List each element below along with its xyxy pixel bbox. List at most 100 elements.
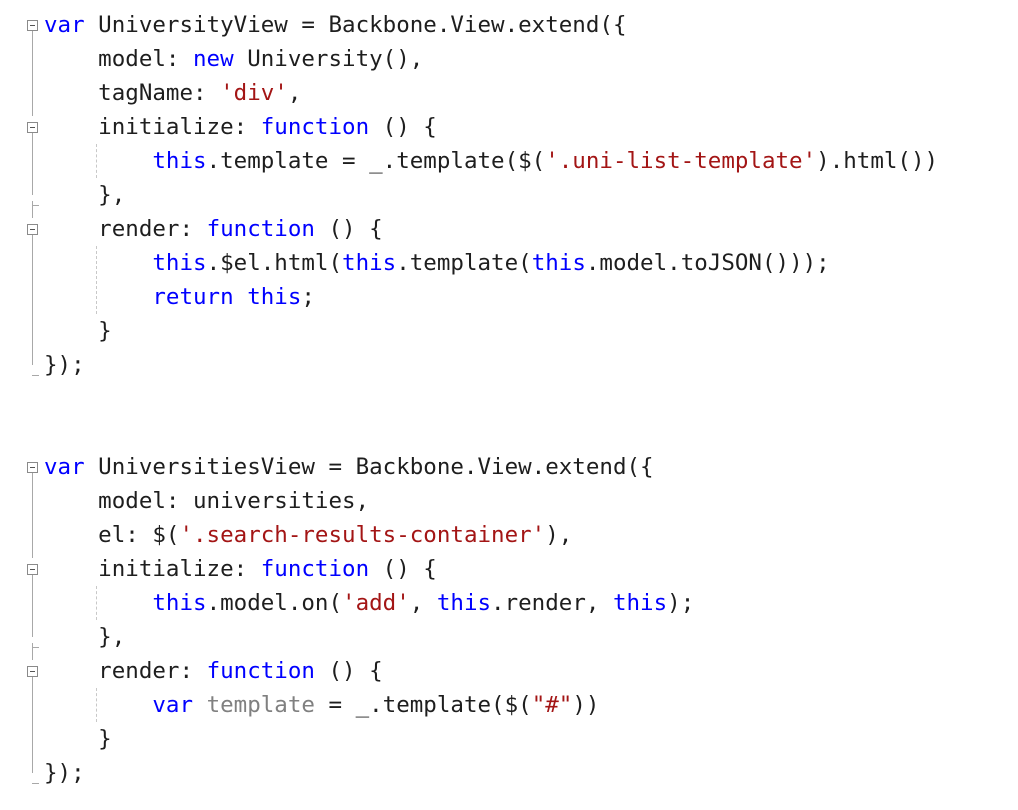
outline-end-tick (32, 647, 39, 648)
code-token: )) (572, 692, 600, 718)
keyword-token: this (436, 590, 492, 616)
collapse-region-icon[interactable] (27, 462, 38, 473)
string-token: '.search-results-container' (179, 522, 546, 548)
code-token: } (44, 318, 112, 344)
code-token: model: universities, (44, 488, 370, 514)
code-token: .template( (396, 250, 532, 276)
code-token: el: $( (44, 522, 180, 548)
code-line[interactable]: var UniversityView = Backbone.View.exten… (44, 8, 627, 42)
outline-end-tick (32, 205, 39, 206)
code-token: () { (369, 556, 437, 582)
code-token: , (287, 80, 302, 106)
code-token: }); (44, 352, 85, 378)
code-token: }, (44, 182, 126, 208)
code-token: initialize: (44, 114, 261, 140)
code-line[interactable]: }, (44, 178, 125, 212)
code-line[interactable]: } (44, 722, 112, 756)
keyword-token: function (260, 114, 370, 140)
code-line[interactable]: this.$el.html(this.template(this.model.t… (44, 246, 829, 280)
collapse-region-icon[interactable] (27, 20, 38, 31)
code-token: () { (314, 216, 383, 242)
code-line[interactable]: render: function () { (44, 654, 383, 688)
code-token: .template = _.template($( (206, 148, 546, 174)
code-token: ), (545, 522, 573, 548)
code-line[interactable]: render: function () { (44, 212, 383, 246)
keyword-token: var (44, 454, 85, 480)
string-token: 'div' (220, 80, 288, 106)
outline-end-tick (32, 783, 39, 784)
code-line[interactable]: }, (44, 620, 125, 654)
keyword-token: function (206, 658, 315, 684)
collapse-region-icon[interactable] (27, 666, 38, 677)
code-token: () { (369, 114, 437, 140)
code-line[interactable]: model: universities, (44, 484, 369, 518)
collapse-region-icon[interactable] (27, 224, 38, 235)
code-token: () { (314, 658, 383, 684)
code-token: .$el.html( (206, 250, 343, 276)
collapse-region-icon[interactable] (27, 122, 38, 133)
indent-guide (96, 246, 97, 314)
code-token: template (206, 692, 315, 718)
outline-line (32, 643, 33, 661)
string-token: '.uni-list-template' (545, 148, 817, 174)
code-line[interactable]: var UniversitiesView = Backbone.View.ext… (44, 450, 654, 484)
code-token (44, 148, 152, 174)
outline-line (32, 473, 33, 559)
code-token: tagName: (44, 80, 221, 106)
indent-guide (96, 688, 97, 722)
keyword-token: this (531, 250, 586, 276)
keyword-token: this (247, 284, 302, 310)
keyword-token: this (152, 590, 207, 616)
code-token: ); (667, 590, 695, 616)
code-token: }); (44, 760, 85, 786)
string-token: "#" (531, 692, 573, 718)
code-token: } (44, 726, 112, 752)
outline-line (32, 235, 33, 365)
code-token (44, 692, 152, 718)
code-token (234, 284, 248, 310)
code-line[interactable]: this.model.on('add', this.render, this); (44, 586, 694, 620)
keyword-token: new (193, 46, 234, 72)
code-line[interactable]: } (44, 314, 112, 348)
keyword-token: this (152, 148, 207, 174)
keyword-token: var (44, 12, 85, 38)
code-line[interactable]: }); (44, 756, 85, 790)
code-token (44, 284, 152, 310)
code-line[interactable]: var template = _.template($("#")) (44, 688, 599, 722)
code-token (44, 590, 152, 616)
outline-end-tick (32, 375, 39, 376)
code-token: University(), (233, 46, 424, 72)
keyword-token: function (206, 216, 315, 242)
collapse-region-icon[interactable] (27, 564, 38, 575)
keyword-token: function (260, 556, 370, 582)
keyword-token: return (152, 284, 234, 310)
code-token (193, 692, 207, 718)
code-line[interactable]: tagName: 'div', (44, 76, 301, 110)
code-token: .render, (491, 590, 613, 616)
code-line[interactable]: initialize: function () { (44, 552, 437, 586)
code-token: ; (301, 284, 315, 310)
code-token: ).html()) (816, 148, 939, 174)
code-token: initialize: (44, 556, 261, 582)
string-token: 'add' (342, 590, 410, 616)
code-line[interactable]: initialize: function () { (44, 110, 437, 144)
code-line[interactable]: model: new University(), (44, 42, 423, 76)
outline-line (32, 677, 33, 773)
keyword-token: var (152, 692, 194, 718)
code-token: model: (44, 46, 194, 72)
code-line[interactable]: return this; (44, 280, 315, 314)
code-token: = _.template($( (314, 692, 532, 718)
code-token (44, 250, 152, 276)
code-line[interactable]: }); (44, 348, 85, 382)
outline-line (32, 201, 33, 219)
code-token: UniversitiesView = Backbone.View.extend(… (84, 454, 654, 480)
outline-line (32, 133, 33, 195)
code-token: , (409, 590, 437, 616)
code-line[interactable]: this.template = _.template($('.uni-list-… (44, 144, 938, 178)
code-token: render: (44, 658, 207, 684)
code-token: }, (44, 624, 126, 650)
code-token: render: (44, 216, 207, 242)
code-line[interactable]: el: $('.search-results-container'), (44, 518, 572, 552)
indent-guide (96, 586, 97, 620)
